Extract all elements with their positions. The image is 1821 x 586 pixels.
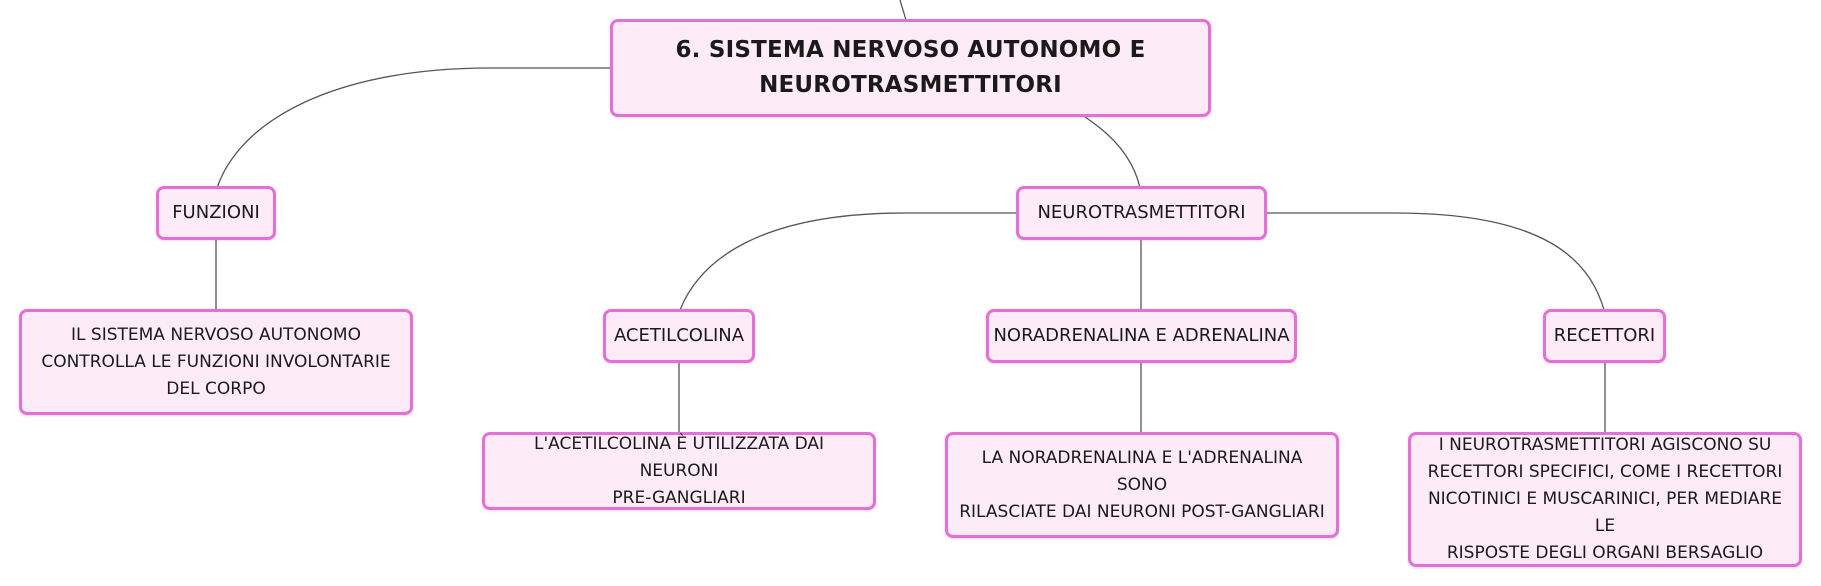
funzioni-node[interactable]: FUNZIONI xyxy=(156,186,276,240)
recettori-label: RECETTORI xyxy=(1553,325,1656,346)
recettori-description-node[interactable]: I NEUROTRASMETTITORI AGISCONO SU RECETTO… xyxy=(1408,432,1802,567)
funzioni-description-node[interactable]: IL SISTEMA NERVOSO AUTONOMO CONTROLLA LE… xyxy=(19,309,413,415)
acetilcolina-node[interactable]: ACETILCOLINA xyxy=(603,309,755,363)
root-topic-label: 6. SISTEMA NERVOSO AUTONOMO E NEUROTRASM… xyxy=(675,37,1146,98)
recettori-description-label: I NEUROTRASMETTITORI AGISCONO SU RECETTO… xyxy=(1427,435,1783,563)
neurotrasmettitori-label: NEUROTRASMETTITORI xyxy=(1037,202,1246,223)
acetilcolina-description-node[interactable]: L'ACETILCOLINA È UTILIZZATA DAI NEURONI … xyxy=(482,432,876,510)
acetilcolina-description-label: L'ACETILCOLINA È UTILIZZATA DAI NEURONI … xyxy=(533,433,825,508)
connector-neuro-acetilcolina xyxy=(679,212,1018,311)
neurotrasmettitori-node[interactable]: NEUROTRASMETTITORI xyxy=(1016,186,1267,240)
noradrenalina-label: NORADRENALINA E ADRENALINA xyxy=(993,325,1290,346)
acetilcolina-label: ACETILCOLINA xyxy=(613,325,745,346)
noradrenalina-node[interactable]: NORADRENALINA E ADRENALINA xyxy=(986,309,1297,363)
recettori-node[interactable]: RECETTORI xyxy=(1543,309,1666,363)
funzioni-label: FUNZIONI xyxy=(172,202,260,223)
connector-root-neurotrasmettitori xyxy=(1084,116,1141,189)
connector-root-funzioni xyxy=(216,67,610,189)
noradrenalina-description-label: LA NORADRENALINA E L'ADRENALINA SONO RIL… xyxy=(959,447,1325,522)
root-topic-node[interactable]: 6. SISTEMA NERVOSO AUTONOMO E NEUROTRASM… xyxy=(610,19,1211,117)
funzioni-description-label: IL SISTEMA NERVOSO AUTONOMO CONTROLLA LE… xyxy=(41,324,391,399)
connector-parent-root xyxy=(899,0,907,21)
connector-neuro-recettori xyxy=(1266,212,1605,311)
noradrenalina-description-node[interactable]: LA NORADRENALINA E L'ADRENALINA SONO RIL… xyxy=(945,432,1339,538)
